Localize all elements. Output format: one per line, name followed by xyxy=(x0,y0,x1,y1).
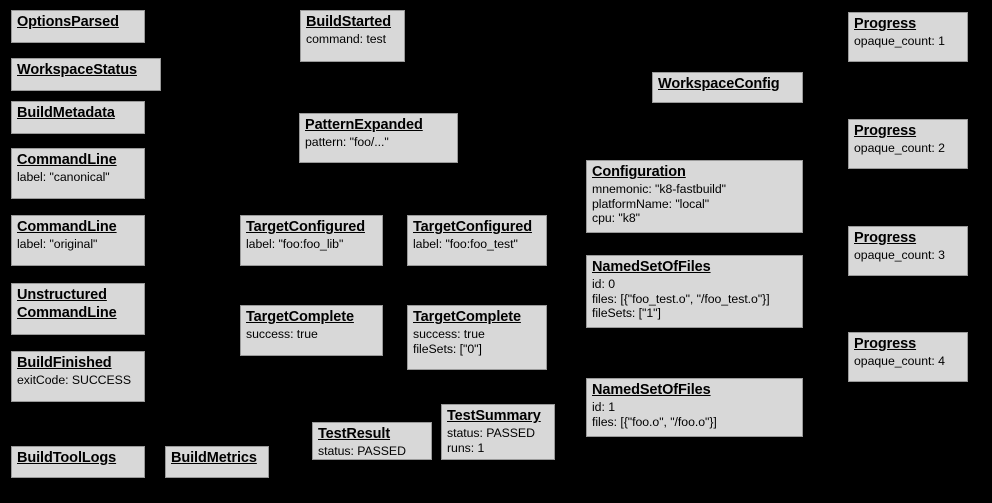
event-node-title: NamedSetOfFiles xyxy=(592,382,711,398)
event-node-field: success: true xyxy=(246,327,318,342)
event-node-progress-3[interactable]: Progress opaque_count: 3 xyxy=(848,226,968,276)
event-node-field: fileSets: ["0"] xyxy=(413,341,482,356)
event-node-field: id: 0 xyxy=(592,277,615,292)
event-node-field: platformName: "local" xyxy=(592,196,710,211)
event-node-field: status: PASSED xyxy=(447,426,535,441)
event-node-progress-2[interactable]: Progress opaque_count: 2 xyxy=(848,119,968,169)
event-node-build-metrics[interactable]: BuildMetrics xyxy=(165,446,269,478)
event-node-title: WorkspaceStatus xyxy=(17,62,137,78)
event-node-title: TargetComplete xyxy=(413,309,521,325)
event-node-title: WorkspaceConfig xyxy=(658,76,780,92)
event-node-title: BuildMetrics xyxy=(171,450,257,466)
event-node-progress-1[interactable]: Progress opaque_count: 1 xyxy=(848,12,968,62)
event-node-title: TargetComplete xyxy=(246,309,354,325)
event-node-field: cpu: "k8" xyxy=(592,211,640,226)
event-node-title: BuildToolLogs xyxy=(17,450,117,466)
event-node-title: PatternExpanded xyxy=(305,117,423,133)
event-node-field: runs: 1 xyxy=(447,440,485,455)
event-node-title: NamedSetOfFiles xyxy=(592,259,711,275)
event-node-unstructured-command-line[interactable]: Unstructured CommandLine xyxy=(11,283,145,335)
event-node-workspace-status[interactable]: WorkspaceStatus xyxy=(11,58,161,91)
event-node-title: Progress xyxy=(854,123,917,139)
event-node-field: label: "foo:foo_test" xyxy=(413,237,518,252)
event-node-field: id: 1 xyxy=(592,400,615,415)
event-node-field: mnemonic: "k8-fastbuild" xyxy=(592,182,726,197)
event-node-target-configured-foo-test[interactable]: TargetConfigured label: "foo:foo_test" xyxy=(407,215,547,266)
event-node-title: OptionsParsed xyxy=(17,14,119,30)
event-node-field: command: test xyxy=(306,32,386,47)
event-node-field: opaque_count: 1 xyxy=(854,34,945,49)
event-node-test-result[interactable]: TestResult status: PASSED xyxy=(312,422,432,460)
event-node-field: label: "foo:foo_lib" xyxy=(246,237,344,252)
event-node-target-complete-lib[interactable]: TargetComplete success: true xyxy=(240,305,383,356)
event-node-title: CommandLine xyxy=(17,152,117,168)
event-node-title: Unstructured CommandLine xyxy=(17,287,117,321)
event-node-target-configured-foo-lib[interactable]: TargetConfigured label: "foo:foo_lib" xyxy=(240,215,383,266)
event-node-field: opaque_count: 4 xyxy=(854,354,945,369)
event-node-field: label: "canonical" xyxy=(17,170,110,185)
event-node-field: status: PASSED xyxy=(318,444,406,459)
event-node-field: exitCode: SUCCESS xyxy=(17,373,131,388)
event-node-field: files: [{"foo.o", "/foo.o"}] xyxy=(592,414,717,429)
event-node-field: opaque_count: 2 xyxy=(854,141,945,156)
event-node-command-line-original[interactable]: CommandLine label: "original" xyxy=(11,215,145,266)
event-node-build-finished[interactable]: BuildFinished exitCode: SUCCESS xyxy=(11,351,145,402)
event-node-build-started[interactable]: BuildStarted command: test xyxy=(300,10,405,62)
event-node-title: TargetConfigured xyxy=(246,219,365,235)
event-node-workspace-config[interactable]: WorkspaceConfig xyxy=(652,72,803,103)
event-node-title: CommandLine xyxy=(17,219,117,235)
event-node-title: Progress xyxy=(854,336,917,352)
event-node-title: TargetConfigured xyxy=(413,219,532,235)
event-node-title: Progress xyxy=(854,230,917,246)
event-node-title: TestSummary xyxy=(447,408,541,424)
event-node-title: BuildStarted xyxy=(306,14,392,30)
event-node-field: success: true xyxy=(413,327,485,342)
event-node-title: TestResult xyxy=(318,426,391,442)
event-node-title: BuildMetadata xyxy=(17,105,115,121)
event-node-title: Configuration xyxy=(592,164,686,180)
event-node-build-metadata[interactable]: BuildMetadata xyxy=(11,101,145,134)
event-node-pattern-expanded[interactable]: PatternExpanded pattern: "foo/..." xyxy=(299,113,458,163)
event-node-field: files: [{"foo_test.o", "/foo_test.o"}] xyxy=(592,291,770,306)
event-node-title: BuildFinished xyxy=(17,355,112,371)
event-node-options-parsed[interactable]: OptionsParsed xyxy=(11,10,145,43)
event-node-title: Progress xyxy=(854,16,917,32)
event-node-command-line-canonical[interactable]: CommandLine label: "canonical" xyxy=(11,148,145,199)
event-node-field: opaque_count: 3 xyxy=(854,248,945,263)
event-node-build-tool-logs[interactable]: BuildToolLogs xyxy=(11,446,145,478)
event-node-field: pattern: "foo/..." xyxy=(305,135,389,150)
event-node-configuration[interactable]: Configuration mnemonic: "k8-fastbuild"pla… xyxy=(586,160,803,233)
event-node-progress-4[interactable]: Progress opaque_count: 4 xyxy=(848,332,968,382)
event-node-field: label: "original" xyxy=(17,237,98,252)
event-node-field: fileSets: ["1"] xyxy=(592,306,661,321)
